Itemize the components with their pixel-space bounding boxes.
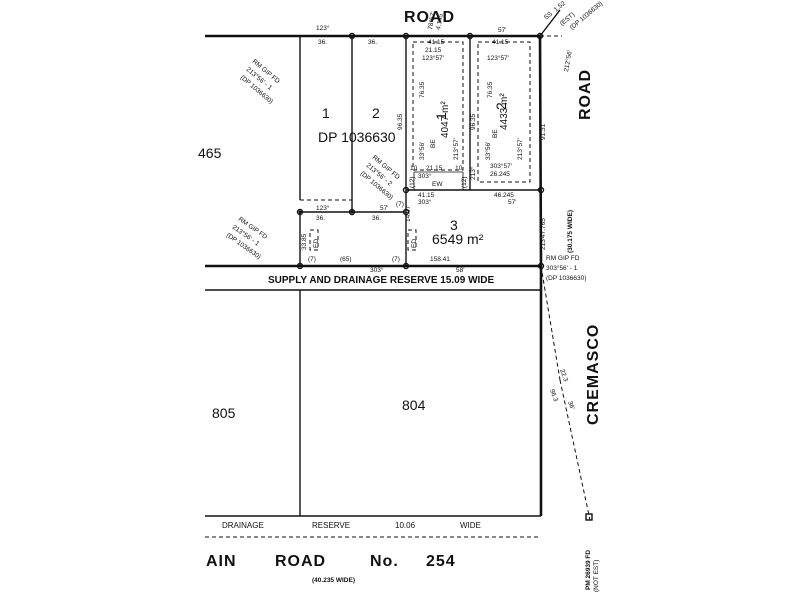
dim-s2115a: 21.15 <box>425 47 442 54</box>
dim-m58: 58' <box>456 267 464 274</box>
dim-s12b: (12) <box>461 176 468 188</box>
dim-m303: 303° <box>418 198 432 206</box>
road-right-width: (30.175 WIDE) <box>567 210 574 253</box>
road-cremasco-label: CREMASCO <box>585 324 602 425</box>
road-bottom-label: ROAD <box>275 553 326 570</box>
dim-m15841: 158.41 <box>430 256 450 263</box>
reference-lines <box>299 35 591 521</box>
dim-s3356a: 33°56' <box>418 142 426 160</box>
dim-m4776: 47.765 <box>540 218 547 238</box>
dim-top-4115a: 41.15 <box>428 39 445 46</box>
dim-s10a: 10 <box>410 165 418 172</box>
sublot-1-label: 1 <box>433 112 449 120</box>
dim-s7635a: 76.35 <box>419 81 426 98</box>
dim-m36b: 36. <box>372 215 381 222</box>
pm-marker <box>585 513 593 521</box>
dim-s2115b: 21.15 <box>426 165 443 172</box>
road-bottom-num: 254 <box>426 553 456 570</box>
lot-3-area: 6549 m² <box>432 231 484 247</box>
lot-805-label: 805 <box>212 405 236 421</box>
lot-804-label: 804 <box>402 397 426 413</box>
dim-m303b: 303° <box>370 266 384 274</box>
road-right-label: ROAD <box>577 69 594 120</box>
drainage-label: DRAINAGE <box>222 521 264 530</box>
sublot-2-area: 4433 m² <box>499 93 510 130</box>
dim-s12a: (12) <box>409 176 416 188</box>
dim-s10b: 10 <box>455 165 463 172</box>
dim-c36: 36' <box>566 400 575 410</box>
dim-m57: 57' <box>380 205 388 212</box>
dim-s21357b: 213°57' <box>516 138 524 160</box>
dim-m36: 36. <box>316 215 325 222</box>
dim-top-36: 36. <box>318 39 327 46</box>
dim-top-57: 57' <box>498 27 506 34</box>
dim-s3356b: 33°56' <box>484 142 492 160</box>
dim-c22: 22.3 <box>558 368 569 383</box>
dim-s26245: 26.245 <box>490 171 510 178</box>
dim-m123: 123° <box>316 204 330 212</box>
mark-ss-dim: 1.52 <box>553 0 567 14</box>
dim-m1407: 14.07 <box>405 205 412 222</box>
dim-213: 213° <box>469 166 477 180</box>
sublot-2-be: BE <box>492 129 499 138</box>
dim-s303: 303° <box>418 172 432 180</box>
dim-m65: (65) <box>340 256 352 263</box>
dim-s12357b: 123°57' <box>487 54 509 62</box>
sublot-2-label: 2 <box>493 102 509 110</box>
sublot-1-area: 4047 m² <box>440 101 451 138</box>
mark-r: RM GIP FD <box>546 255 580 262</box>
dim-m7b: (7) <box>392 256 400 263</box>
dim-m57b: 57' <box>508 199 516 206</box>
ed-label-right: ED <box>411 239 418 248</box>
mark-ss: SS <box>543 10 555 21</box>
dim-m3385: 33.85 <box>301 233 308 250</box>
dim-9131: 91.31 <box>540 123 547 140</box>
road-bottom-width: (40.235 WIDE) <box>312 577 355 584</box>
mark-r3: (DP 1036630) <box>546 275 586 282</box>
reserve-width: 10.06 <box>395 521 416 530</box>
road-bottom-left: AIN <box>206 553 237 570</box>
dim-m46245: 46.245 <box>494 192 514 199</box>
supply-reserve-label: SUPPLY AND DRAINAGE RESERVE 15.09 WIDE <box>268 275 495 286</box>
mark-pm: PM 26939 FD <box>585 550 592 590</box>
dim-top-36b: 36. <box>368 39 377 46</box>
road-bottom-no: No. <box>370 553 399 570</box>
dim-top-123: 123° <box>316 24 330 32</box>
dim-m4115: 41.15 <box>418 192 435 199</box>
dp-label: DP 1036630 <box>318 129 396 145</box>
road-top-label: ROAD <box>404 9 455 26</box>
ed-label-left: ED <box>313 239 320 248</box>
boundary-lines <box>205 9 561 538</box>
dim-top-78: 78°57' <box>426 11 437 30</box>
lot-465-label: 465 <box>198 145 222 161</box>
lot-1-label: 1 <box>322 105 330 121</box>
mark-pm2: (NOT EST) <box>593 560 600 592</box>
dim-9635b: 96.35 <box>470 113 477 130</box>
dim-top-4115b: 41.15 <box>492 39 509 46</box>
sublot-1-be: BE <box>430 139 437 148</box>
dim-9635a: 96.35 <box>397 113 404 130</box>
reserve-label: RESERVE <box>312 521 350 530</box>
mark-ss-deg: 212°56' <box>562 49 574 72</box>
mark-r2: 303°56' - 1 <box>546 264 578 272</box>
dim-top-4145: 4.145 <box>435 13 445 31</box>
dim-s7635b: 76.35 <box>487 81 494 98</box>
dim-m7c: (7) <box>396 201 404 208</box>
lot-2-label: 2 <box>372 105 380 121</box>
reserve-wide: WIDE <box>460 521 481 530</box>
dim-m213: 213° <box>539 236 547 250</box>
lot-3-label: 3 <box>450 217 458 233</box>
dim-s30357: 303°57' <box>490 162 512 170</box>
dim-s12357a: 123°57' <box>422 54 444 62</box>
dim-m7a: (7) <box>308 256 316 263</box>
dim-c96: 96.3 <box>548 388 559 403</box>
dim-s21357a: 213°57' <box>452 138 460 160</box>
ew-label: EW <box>432 181 443 188</box>
building-envelopes <box>309 41 531 251</box>
